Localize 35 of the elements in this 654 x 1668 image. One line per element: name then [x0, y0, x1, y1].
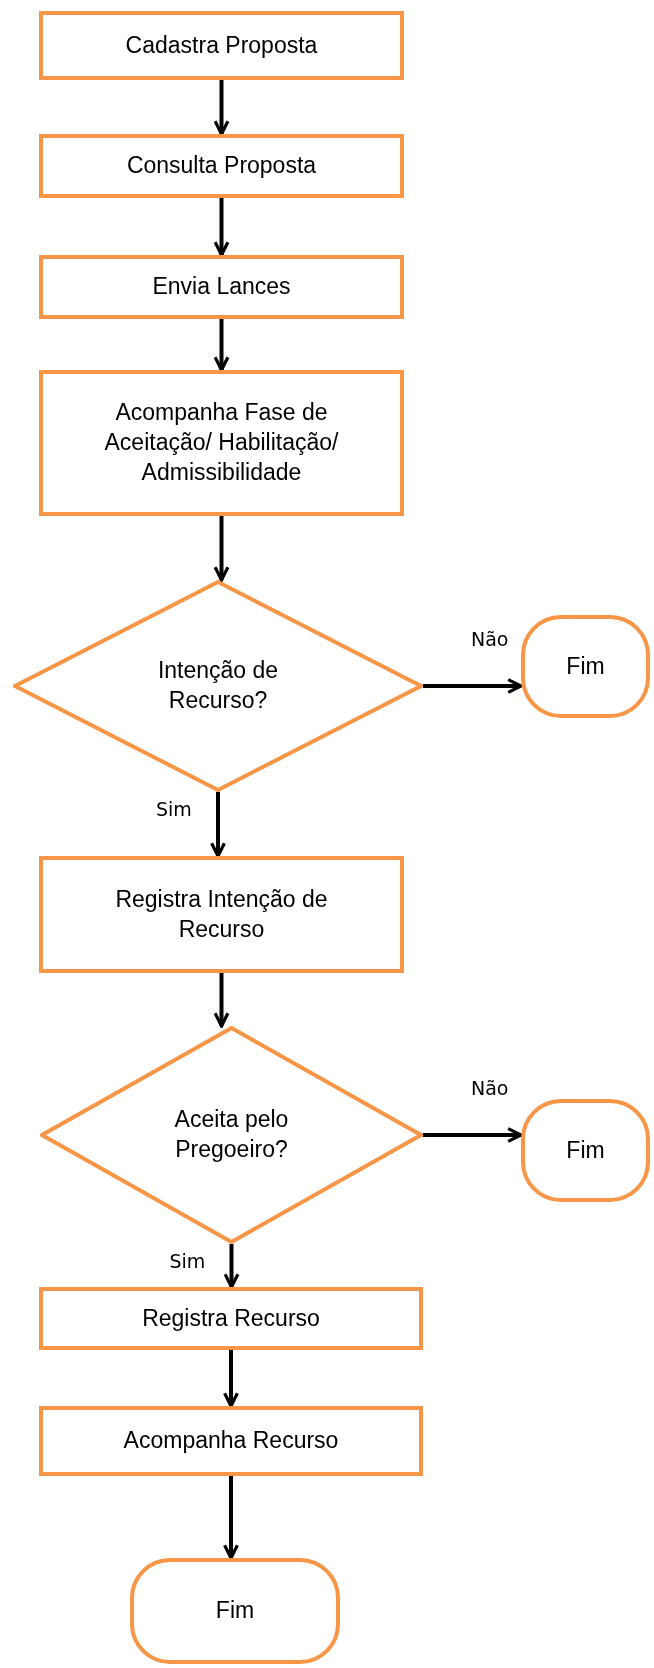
node-label: Acompanha Fase de Aceitação/ Habilitação/ Admissibilidade — [103, 398, 340, 487]
arrow — [213, 516, 230, 582]
terminal-box — [521, 1099, 650, 1202]
node-label: Registra Intenção de Recurso — [114, 884, 329, 944]
node-label: Consulta Proposta — [125, 151, 318, 181]
process-box — [39, 856, 404, 973]
terminal-box — [521, 615, 650, 718]
arrow — [213, 319, 230, 372]
node-label: Aceita pelo Pregoeiro? — [173, 1105, 290, 1164]
arrow — [210, 792, 226, 858]
arrow — [223, 1476, 239, 1560]
decision-diamond — [40, 1026, 423, 1244]
arrow — [223, 1244, 240, 1289]
node-label: Fim — [215, 1596, 255, 1626]
arrow — [423, 1127, 523, 1143]
decision-diamond — [13, 580, 423, 792]
arrow — [213, 80, 230, 136]
arrow — [213, 198, 230, 257]
process-box — [39, 1287, 423, 1350]
arrow — [423, 678, 523, 694]
process-box — [39, 134, 404, 198]
process-box — [39, 11, 404, 80]
arrow — [223, 1350, 239, 1408]
node-label: Registra Recurso — [141, 1303, 321, 1333]
arrow — [213, 973, 230, 1028]
process-box — [39, 370, 404, 516]
node-label: Intenção de Recurso? — [156, 656, 280, 715]
node-label: Fim — [566, 651, 605, 681]
node-label: Cadastra Proposta — [124, 30, 319, 60]
process-box — [39, 255, 404, 319]
node-label: Fim — [566, 1135, 605, 1165]
process-box — [39, 1406, 423, 1476]
node-label: Acompanha Recurso — [122, 1426, 340, 1456]
node-label: Envia Lances — [151, 272, 292, 302]
terminal-box — [130, 1558, 340, 1664]
